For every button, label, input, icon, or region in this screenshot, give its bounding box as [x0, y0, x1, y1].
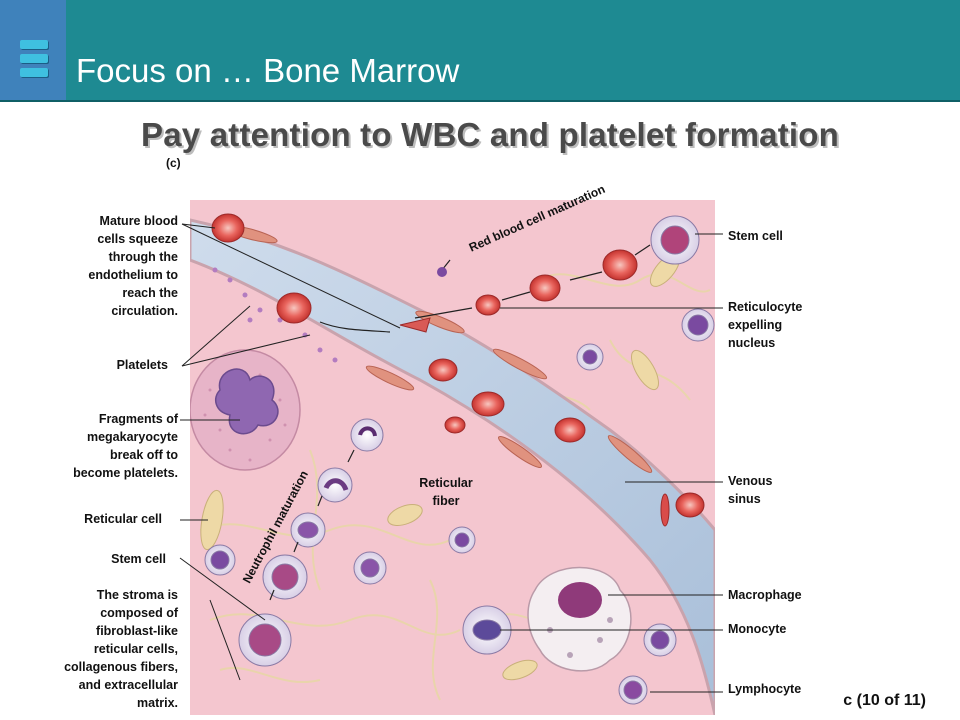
- header-divider: [0, 100, 960, 102]
- label-fragments: Fragments of megakaryocyte break off to …: [73, 412, 178, 480]
- label-stem-cell-left: Stem cell: [111, 552, 166, 566]
- label-mature-cells: Mature blood cells squeeze through the e…: [88, 214, 178, 318]
- header-accent-block: [0, 0, 66, 100]
- label-reticular-fiber: Reticular fiber: [419, 476, 473, 508]
- slide-title: Focus on … Bone Marrow: [76, 52, 460, 89]
- slide-header: [0, 0, 960, 100]
- panel-label: (c): [166, 156, 181, 170]
- macrophage: [527, 566, 632, 672]
- slide-subtitle: Pay attention to WBC and platelet format…: [141, 116, 839, 153]
- label-monocyte: Monocyte: [728, 622, 787, 636]
- label-macrophage: Macrophage: [728, 588, 802, 602]
- megakaryocyte: [190, 349, 301, 471]
- label-reticulocyte: Reticulocyte expelling nucleus: [728, 300, 803, 350]
- label-stem-cell-right: Stem cell: [728, 229, 783, 243]
- label-platelets: Platelets: [116, 358, 168, 372]
- expelled-nucleus: [437, 267, 447, 277]
- bone-marrow-diagram: [190, 200, 715, 715]
- label-stroma: The stroma is composed of fibroblast-lik…: [64, 588, 178, 710]
- menu-icon: [20, 40, 48, 80]
- label-reticular-cell: Reticular cell: [84, 512, 162, 526]
- slide-reference: c (10 of 11): [843, 692, 926, 709]
- label-lymphocyte: Lymphocyte: [728, 682, 802, 696]
- label-venous-sinus: Venous sinus: [728, 474, 773, 506]
- white-blood-cells: [204, 215, 715, 705]
